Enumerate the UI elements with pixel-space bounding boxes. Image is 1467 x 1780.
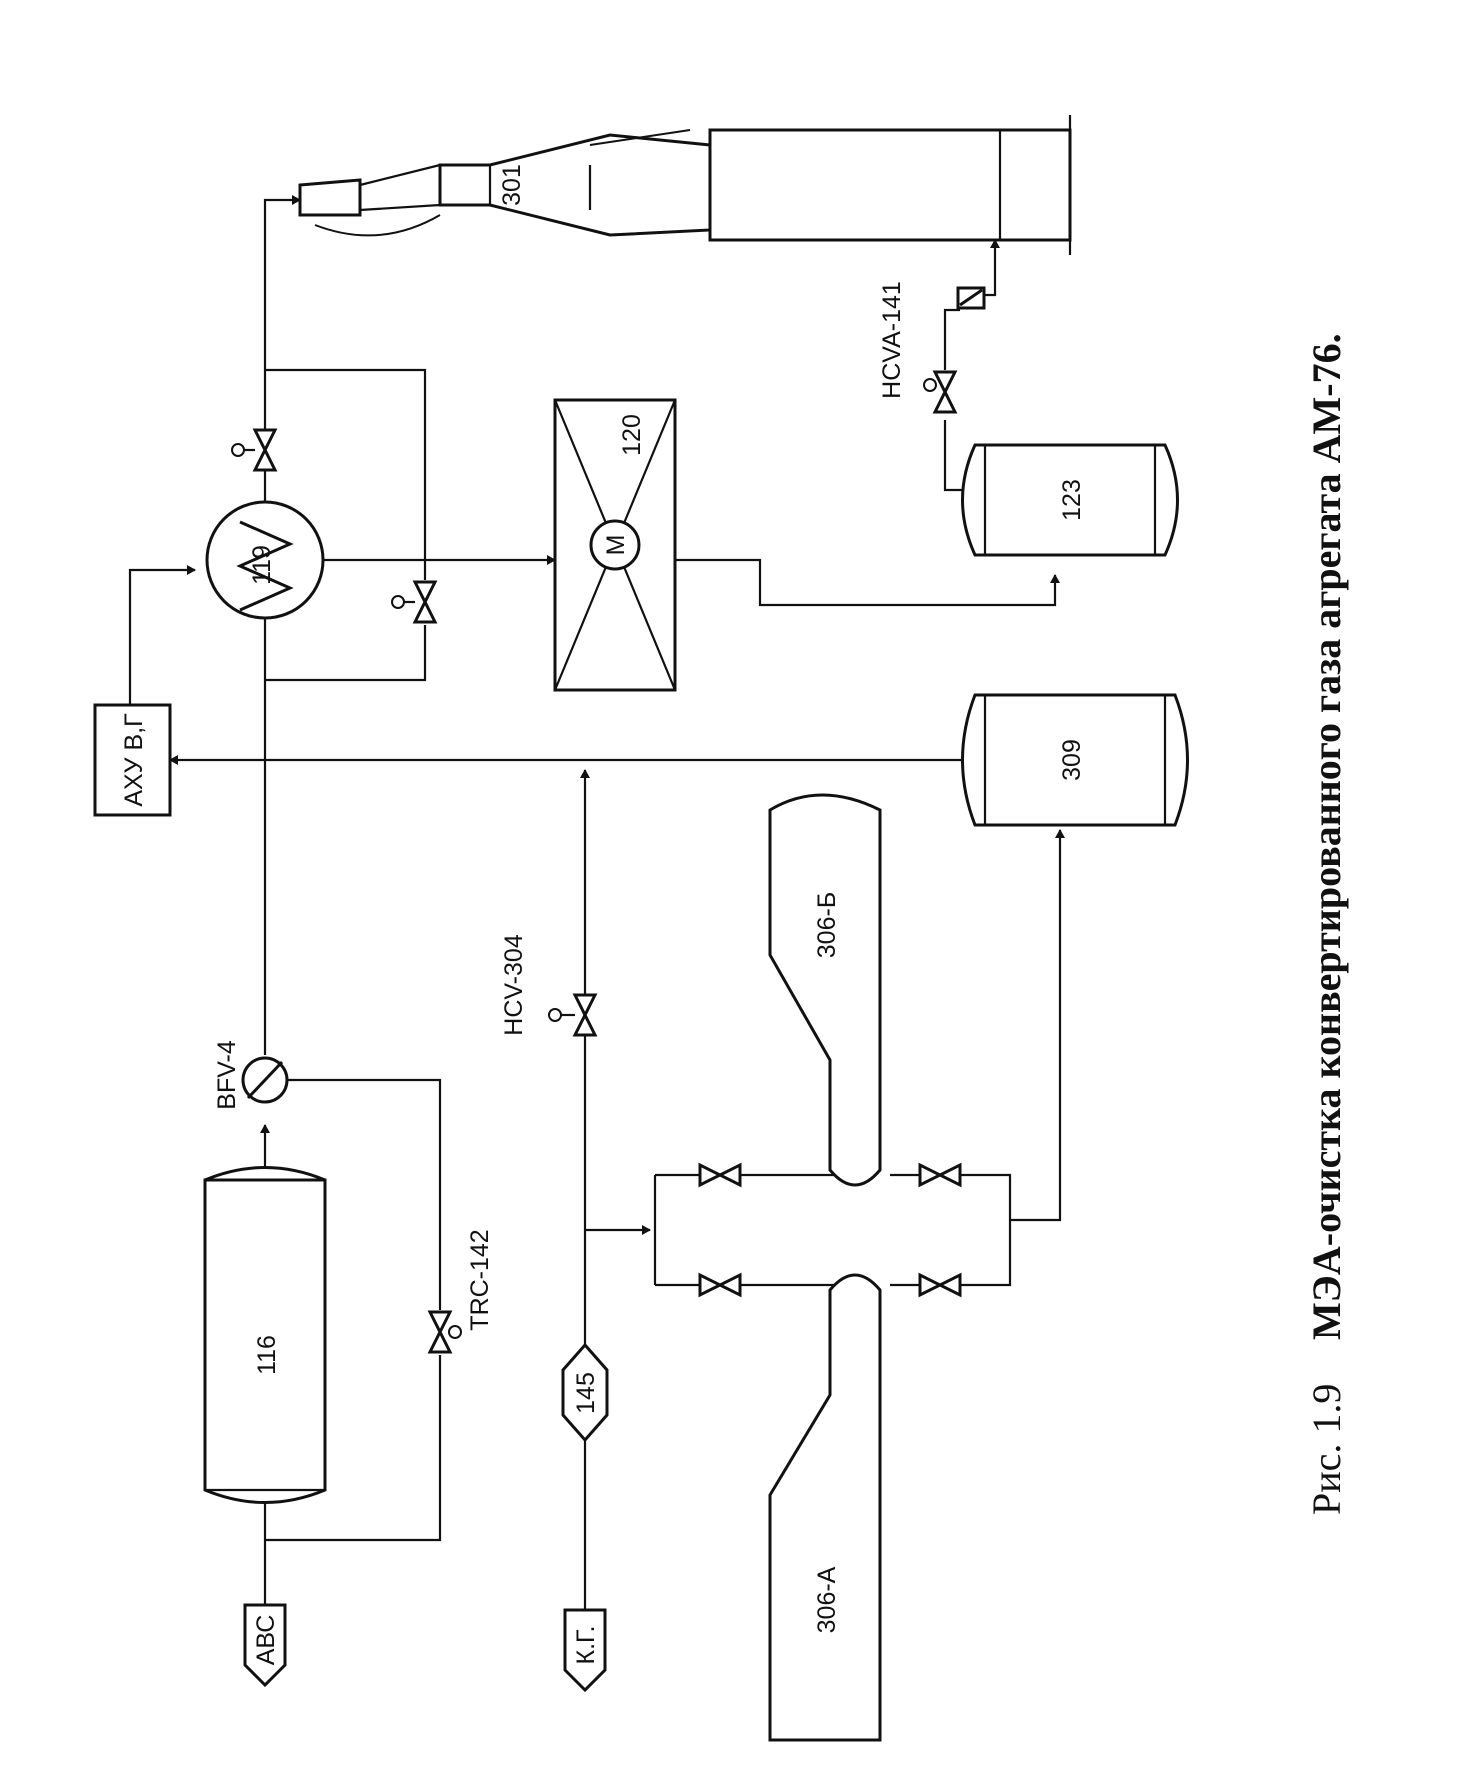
exchanger-119: [205, 500, 325, 620]
equipment: [93, 115, 1189, 1742]
label-119: 119: [248, 545, 276, 585]
vessel-306b: [768, 793, 882, 1187]
label-120: 120: [618, 414, 646, 456]
line-to-301-base: [985, 239, 1000, 297]
label-123: 123: [1058, 479, 1086, 521]
bypass-valve-119: [391, 580, 438, 624]
line-hcva-up: [943, 308, 960, 370]
line-axu-to-119: [128, 565, 196, 705]
valve-306b-out: [918, 1162, 962, 1188]
valves: [231, 286, 986, 1354]
label-145: 145: [572, 1372, 600, 1414]
marker-145: [561, 1342, 609, 1443]
line-306-to-309: [1010, 829, 1065, 1222]
label-hcv-304: HCV-304: [500, 934, 528, 1036]
line-manifold-right: [890, 1173, 1012, 1287]
valve-above-119: [231, 428, 278, 472]
vessel-123: [961, 443, 1179, 557]
line-to-301: [263, 195, 301, 430]
terminal-abc: [243, 1603, 287, 1688]
hcv-304-valve: [548, 993, 598, 1037]
line-trc-bypass-upper: [265, 1078, 442, 1310]
caption-text: МЭА-очистка конвертированного газа агрег…: [1304, 333, 1349, 1340]
label-terminal-abc: АВС: [252, 1615, 280, 1666]
valve-306a-in: [698, 1272, 742, 1298]
label-trc-142: TRC-142: [466, 1229, 494, 1330]
process-lines: [128, 195, 1065, 1610]
caption-prefix: Рис. 1.9: [1304, 1384, 1349, 1515]
line-119-bypass-upper: [265, 368, 427, 580]
line-trc-bypass-lower: [265, 1355, 442, 1542]
trc-142-valve: [427, 1310, 462, 1354]
line-119-bypass-lower: [265, 625, 427, 682]
label-306a: 306-А: [813, 1566, 841, 1633]
label-axu: АХУ В,Г: [120, 713, 148, 807]
vessel-309: [961, 693, 1189, 827]
vessel-116: [203, 1166, 327, 1504]
vessel-306a: [768, 1273, 882, 1742]
valve-306b-in: [698, 1162, 742, 1188]
label-hcva-141: HCVA-141: [878, 281, 906, 399]
valve-306a-out: [918, 1272, 962, 1298]
labels: 116 119 120 123 301 306-А 306-Б 309 M АХ…: [120, 164, 1086, 1665]
label-116: 116: [253, 1335, 281, 1375]
terminal-kg: [563, 1608, 607, 1693]
figure-caption: Рис. 1.9 МЭА-очистка конвертированного г…: [1304, 333, 1349, 1515]
label-terminal-kg: К.Г.: [572, 1626, 600, 1665]
block-axu: [93, 703, 172, 817]
bfv-4-valve: [241, 1056, 289, 1104]
line-120-to-123: [675, 558, 1060, 607]
air-cooler-120: [553, 398, 677, 692]
hcva-141-valve: [923, 370, 958, 414]
label-306b: 306-Б: [813, 892, 841, 958]
label-309: 309: [1058, 739, 1086, 781]
label-motor: M: [602, 535, 630, 556]
column-301: [298, 115, 1072, 255]
label-bfv-4: BFV-4: [213, 1040, 241, 1110]
label-301: 301: [498, 164, 526, 206]
